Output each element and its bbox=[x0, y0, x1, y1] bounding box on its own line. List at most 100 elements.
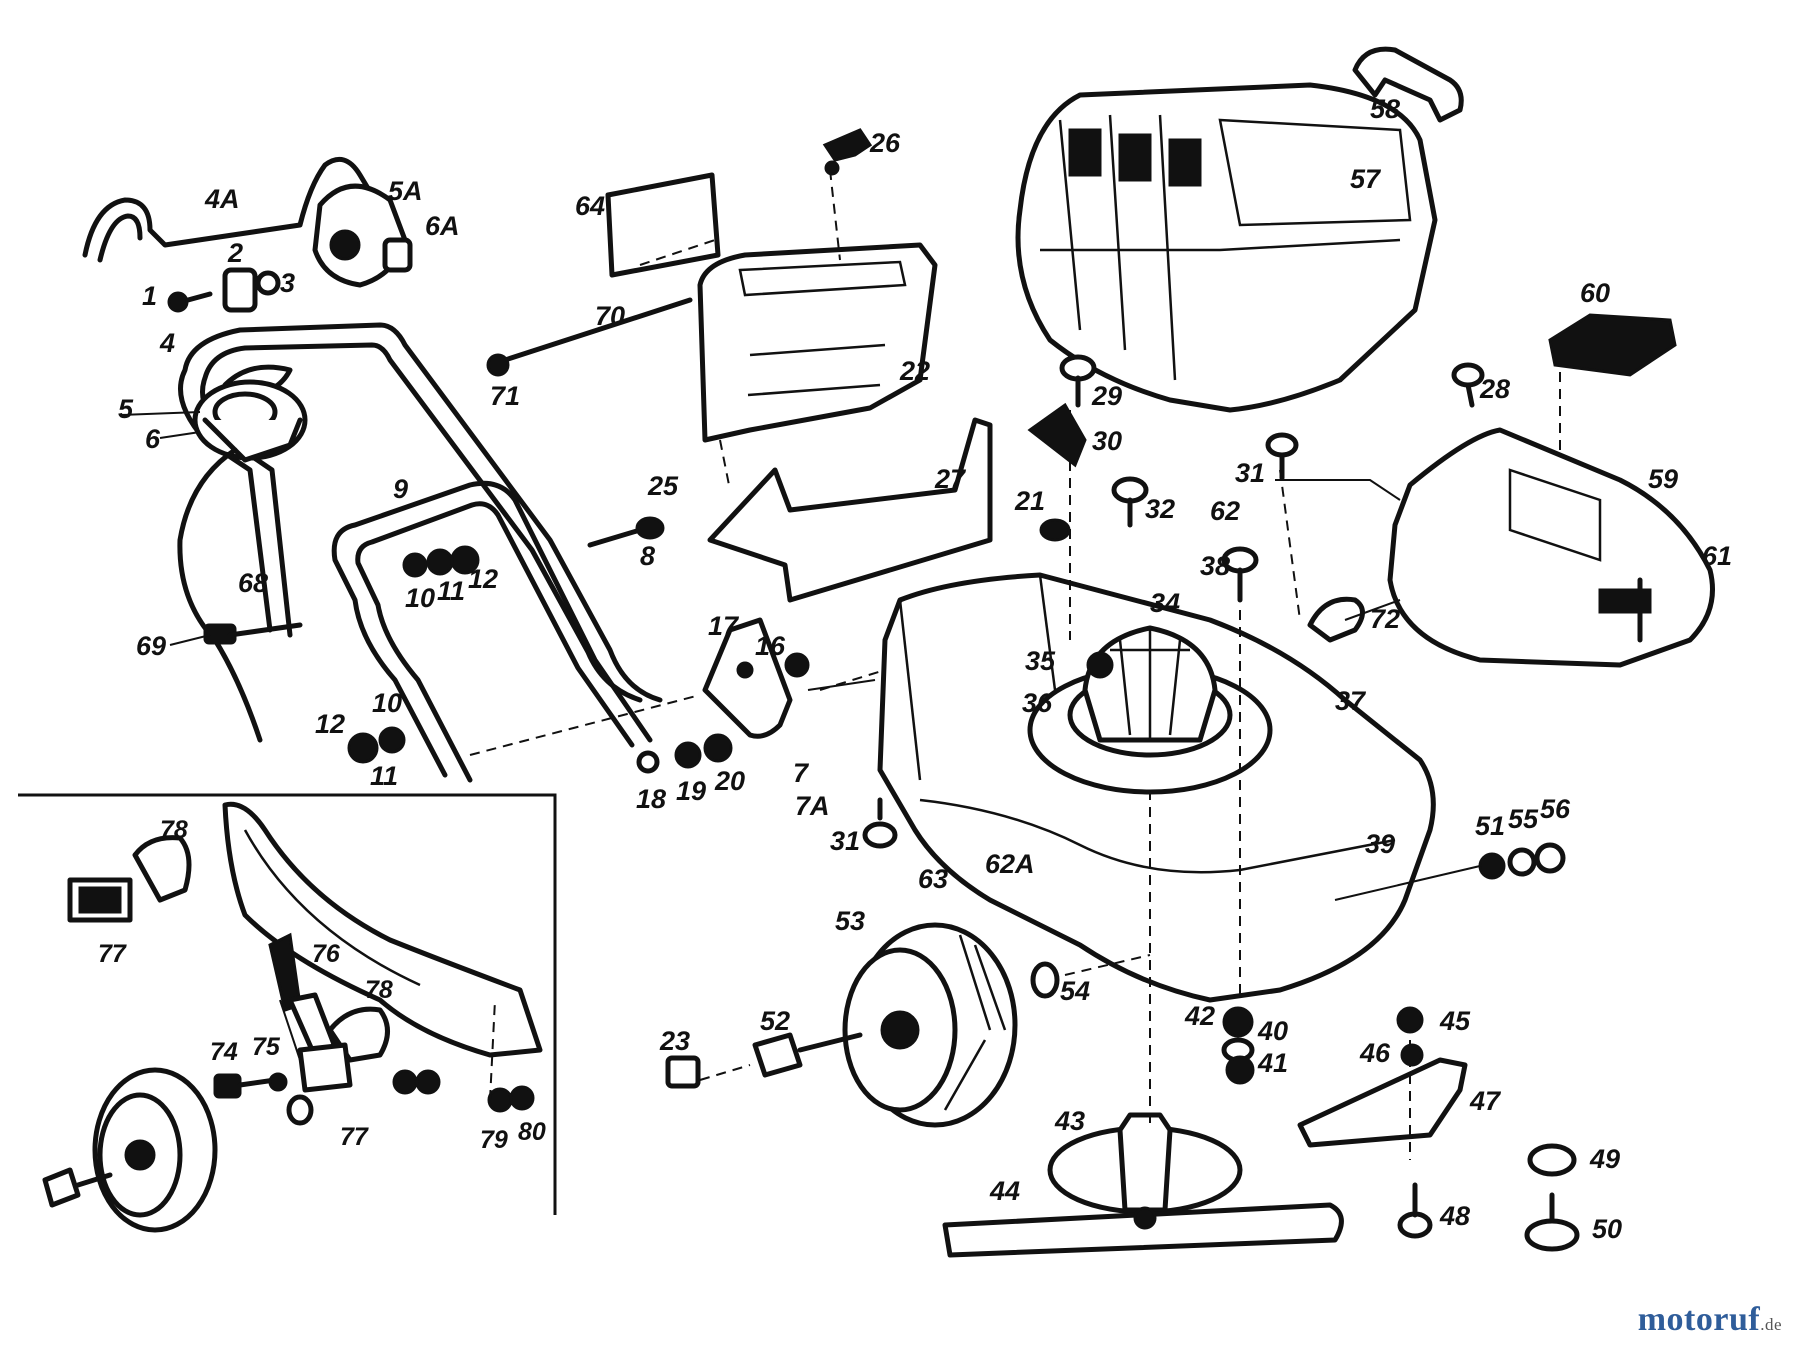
callout-3: 3 bbox=[280, 268, 295, 298]
washers-10-11-12 bbox=[347, 545, 480, 764]
callout-68: 68 bbox=[238, 568, 268, 598]
callout-23: 23 bbox=[659, 1026, 690, 1056]
inset-brackets-78-77 bbox=[67, 835, 390, 1093]
callout-20: 20 bbox=[714, 766, 745, 796]
switch-box-5-6 bbox=[192, 379, 308, 463]
callout-40: 40 bbox=[1257, 1016, 1288, 1046]
callout-53: 53 bbox=[835, 906, 865, 936]
callout-8: 8 bbox=[640, 541, 655, 571]
inset-housing bbox=[222, 801, 543, 1058]
watermark-brand: motoruf bbox=[1637, 1301, 1761, 1338]
callout-10b: 10 bbox=[372, 688, 402, 718]
callout-55: 55 bbox=[1508, 804, 1539, 834]
screws-29-32-38 bbox=[1039, 354, 1485, 603]
callout-28: 28 bbox=[1479, 374, 1510, 404]
callout-27: 27 bbox=[934, 464, 967, 494]
bracket-30 bbox=[1027, 402, 1087, 468]
callout-61: 61 bbox=[1702, 541, 1732, 571]
callout-2: 2 bbox=[227, 238, 243, 268]
callout-45: 45 bbox=[1439, 1006, 1471, 1036]
callout-1: 1 bbox=[142, 281, 157, 311]
bracket-17 bbox=[636, 617, 810, 774]
callout-30: 30 bbox=[1092, 426, 1122, 456]
callout-62: 62 bbox=[1210, 496, 1240, 526]
callout-74: 74 bbox=[210, 1038, 238, 1066]
callout-31b: 31 bbox=[830, 826, 860, 856]
callout-48: 48 bbox=[1439, 1201, 1470, 1231]
bolt-1-2-3 bbox=[167, 267, 281, 313]
callout-71: 71 bbox=[490, 381, 520, 411]
washers-40-41-42 bbox=[1221, 1006, 1255, 1085]
handle-clamp-5A bbox=[312, 183, 413, 288]
callout-5: 5 bbox=[118, 394, 134, 424]
callout-31a: 31 bbox=[1235, 458, 1265, 488]
callout-6A: 6A bbox=[425, 211, 460, 241]
washers-51-55-56 bbox=[1478, 842, 1566, 880]
callout-21: 21 bbox=[1014, 486, 1045, 516]
bolts-48-49-50 bbox=[1397, 1143, 1580, 1252]
callout-39: 39 bbox=[1365, 829, 1395, 859]
callout-62A: 62A bbox=[985, 849, 1035, 879]
callout-37: 37 bbox=[1335, 686, 1367, 716]
fan-plate-47 bbox=[1297, 1006, 1468, 1148]
callout-72: 72 bbox=[1370, 604, 1400, 634]
callout-44: 44 bbox=[989, 1176, 1020, 1206]
callout-57: 57 bbox=[1350, 164, 1382, 194]
label-64 bbox=[605, 172, 721, 278]
callout-78a: 78 bbox=[160, 816, 188, 844]
motor-34-35-36 bbox=[1027, 625, 1273, 795]
inset-bolts-74-75-79-80 bbox=[213, 1069, 535, 1126]
handle-58 bbox=[1352, 46, 1464, 123]
callout-22: 22 bbox=[899, 356, 930, 386]
callout-9: 9 bbox=[393, 474, 408, 504]
callout-51: 51 bbox=[1475, 811, 1505, 841]
callout-32: 32 bbox=[1145, 494, 1175, 524]
callout-77b: 77 bbox=[340, 1123, 369, 1151]
callout-58: 58 bbox=[1370, 94, 1400, 124]
cable-68-69 bbox=[177, 447, 303, 743]
callout-52: 52 bbox=[760, 1006, 790, 1036]
callout-11b: 11 bbox=[370, 761, 398, 791]
clip-26 bbox=[822, 128, 873, 176]
callout-12a: 12 bbox=[468, 564, 498, 594]
callout-18: 18 bbox=[636, 784, 666, 814]
wheel-53 bbox=[665, 922, 1060, 1128]
watermark-domain: .de bbox=[1760, 1315, 1782, 1334]
watermark-logo: motoruf.de bbox=[1638, 1301, 1782, 1339]
rear-cover-59 bbox=[1387, 427, 1715, 668]
lower-handle-9 bbox=[331, 480, 653, 783]
callout-78b: 78 bbox=[365, 976, 393, 1004]
grassbox-frame-22 bbox=[486, 242, 938, 443]
cover-60 bbox=[1548, 313, 1677, 377]
callout-7A: 7A bbox=[795, 791, 830, 821]
callout-34: 34 bbox=[1150, 588, 1180, 618]
callout-77a: 77 bbox=[98, 940, 127, 968]
callout-7: 7 bbox=[793, 758, 810, 788]
callout-labels: 1 2 3 4 4A 5 5A 6 6A 7 7A 8 9 10 10 11 1… bbox=[98, 94, 1732, 1244]
leader-lines bbox=[119, 169, 1561, 1160]
grass-catcher-57 bbox=[1015, 82, 1438, 413]
callout-80: 80 bbox=[518, 1118, 546, 1146]
callout-63: 63 bbox=[918, 864, 948, 894]
inset-wheel bbox=[42, 1067, 218, 1233]
callout-6: 6 bbox=[145, 424, 161, 454]
callout-16: 16 bbox=[755, 631, 786, 661]
callout-38: 38 bbox=[1200, 551, 1230, 581]
callout-4A: 4A bbox=[204, 184, 240, 214]
callout-49: 49 bbox=[1589, 1144, 1620, 1174]
callout-17: 17 bbox=[708, 611, 740, 641]
inset-box bbox=[18, 793, 557, 1215]
callout-5A: 5A bbox=[388, 176, 423, 206]
callout-70: 70 bbox=[595, 301, 625, 331]
callout-29: 29 bbox=[1091, 381, 1122, 411]
callout-12b: 12 bbox=[315, 709, 345, 739]
callout-64: 64 bbox=[575, 191, 605, 221]
callout-35: 35 bbox=[1025, 646, 1056, 676]
callout-43: 43 bbox=[1054, 1106, 1085, 1136]
callout-26: 26 bbox=[869, 128, 901, 158]
callout-79: 79 bbox=[480, 1126, 508, 1154]
callout-47: 47 bbox=[1469, 1086, 1502, 1116]
blade-43-44 bbox=[942, 1112, 1344, 1258]
upper-handle-4A bbox=[82, 156, 378, 263]
